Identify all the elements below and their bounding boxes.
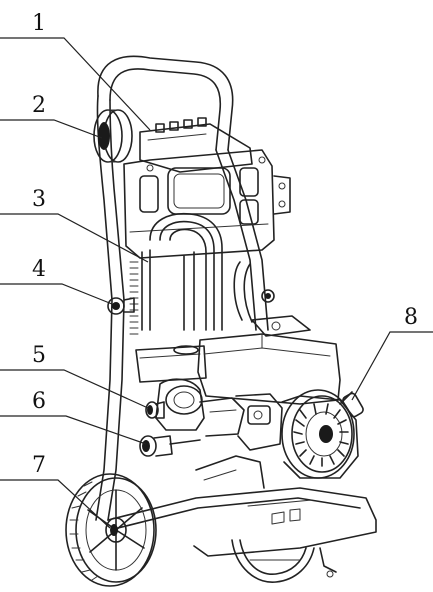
leader-line-5 [0, 369, 149, 409]
control-panel [139, 117, 253, 173]
callout-7: 7 [32, 453, 46, 478]
wheel-tread [69, 481, 99, 581]
gun-holder-knob [107, 297, 135, 315]
callout-5: 5 [32, 343, 46, 368]
frame-handle [95, 55, 269, 521]
callout-3: 3 [32, 187, 46, 212]
leader-line-2 [0, 119, 103, 139]
leader-line-7 [0, 479, 111, 529]
callout-6: 6 [32, 389, 46, 414]
callout-4: 4 [32, 257, 46, 282]
panel-knobs [155, 117, 207, 133]
hose-coil [129, 212, 253, 335]
inlet-fitting [139, 435, 201, 457]
recoil-vents [293, 403, 349, 467]
callout-2: 2 [32, 93, 46, 118]
leader-line-1 [0, 37, 151, 131]
wheel-left [65, 473, 157, 587]
leader-line-6 [0, 415, 147, 445]
hose-reel [93, 109, 133, 163]
engine-fuel-tank [135, 315, 341, 405]
callout-8: 8 [404, 305, 418, 330]
wheel-right [231, 539, 315, 583]
outlet-fitting [145, 401, 165, 419]
back-panel [123, 149, 291, 259]
leader-lines [0, 37, 433, 529]
callout-numbers: 1 2 3 4 5 6 7 8 [32, 11, 418, 478]
callout-1: 1 [32, 11, 46, 36]
pump-assembly [155, 378, 283, 451]
recoil-starter [281, 389, 364, 479]
base-frame [107, 455, 377, 578]
leader-line-8 [351, 331, 433, 401]
side-knob-right [261, 289, 275, 303]
leader-line-4 [0, 283, 113, 305]
leader-line-3 [0, 213, 149, 263]
